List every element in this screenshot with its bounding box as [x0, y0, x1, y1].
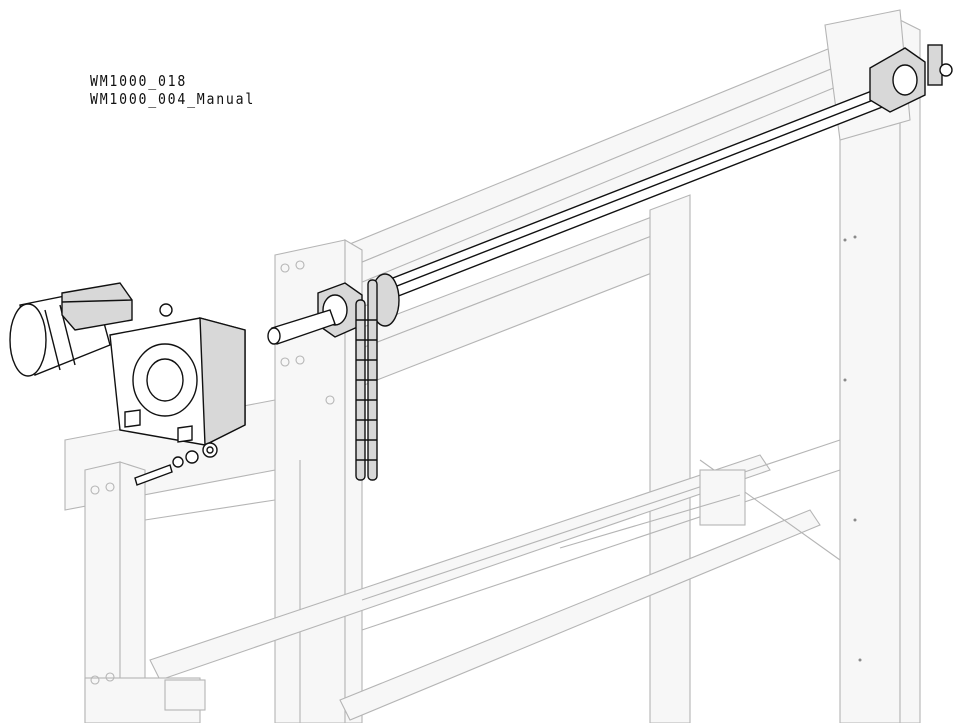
left-leg — [84, 461, 121, 723]
mounting-bolt — [134, 464, 173, 486]
lifting-eye — [159, 303, 173, 317]
gearbox-side — [199, 317, 246, 447]
warning-label-right — [177, 425, 193, 443]
drive-shaft — [374, 44, 953, 303]
chain-drive — [267, 273, 400, 481]
chain — [355, 279, 378, 481]
left-leg-side — [119, 461, 146, 723]
right-coupling — [927, 44, 943, 86]
part-number-label: WM1000_018 — [90, 72, 188, 90]
terminal-box — [61, 282, 133, 331]
motor-gearbox — [9, 282, 246, 486]
lower-rail-2 — [339, 509, 821, 721]
frame-structure — [64, 9, 921, 723]
lower-bearing — [699, 469, 746, 526]
middle-post — [649, 194, 691, 723]
motor-end-cap — [9, 303, 47, 377]
warning-label-left — [124, 409, 141, 428]
top-beam — [339, 39, 866, 266]
right-post-side — [899, 19, 921, 723]
part-number-label-manual: WM1000_004_Manual — [90, 90, 256, 108]
